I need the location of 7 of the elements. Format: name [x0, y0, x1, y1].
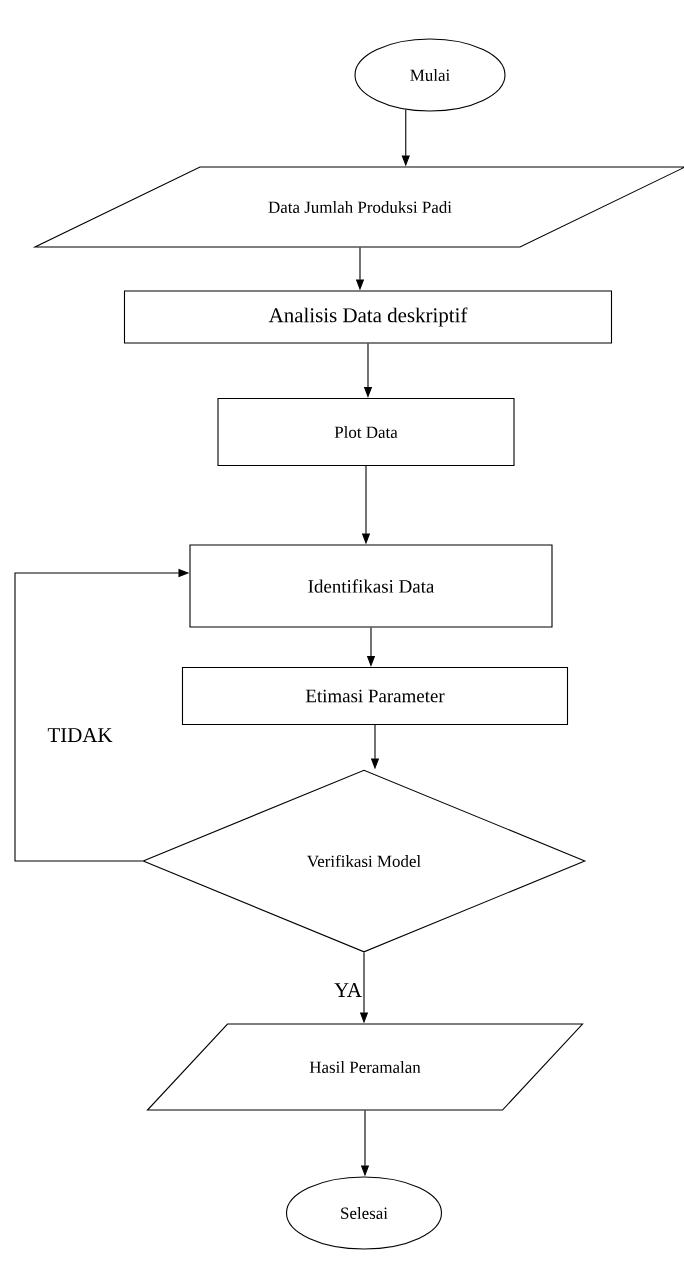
process-box: Plot Data [217, 397, 515, 467]
edge-label: YA [333, 982, 363, 998]
edge-label: TIDAK [46, 727, 114, 743]
io-parallelogram: Hasil Peramalan [146, 1023, 584, 1111]
process-box: Analisis Data deskriptif [123, 290, 613, 344]
process-box: Etimasi Parameter [181, 666, 569, 726]
process-box: Identifikasi Data [189, 544, 553, 628]
